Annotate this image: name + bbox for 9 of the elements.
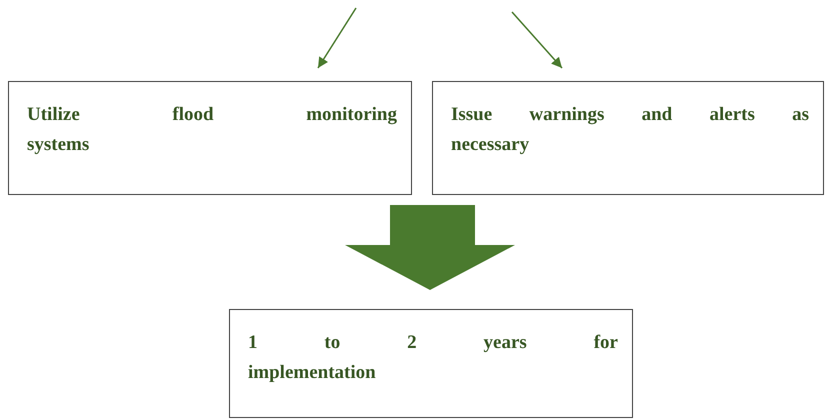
box-text: Issue warnings and alerts as necessary	[451, 103, 809, 157]
block-arrow	[345, 205, 515, 290]
arrow	[317, 8, 357, 68]
box-text: 1 to 2 years for implementation	[248, 331, 618, 385]
text-box	[229, 309, 633, 418]
arrow	[511, 12, 563, 68]
box-text: Utilize flood monitoring systems	[27, 103, 397, 157]
text-box	[432, 81, 824, 195]
text-box	[8, 81, 412, 195]
